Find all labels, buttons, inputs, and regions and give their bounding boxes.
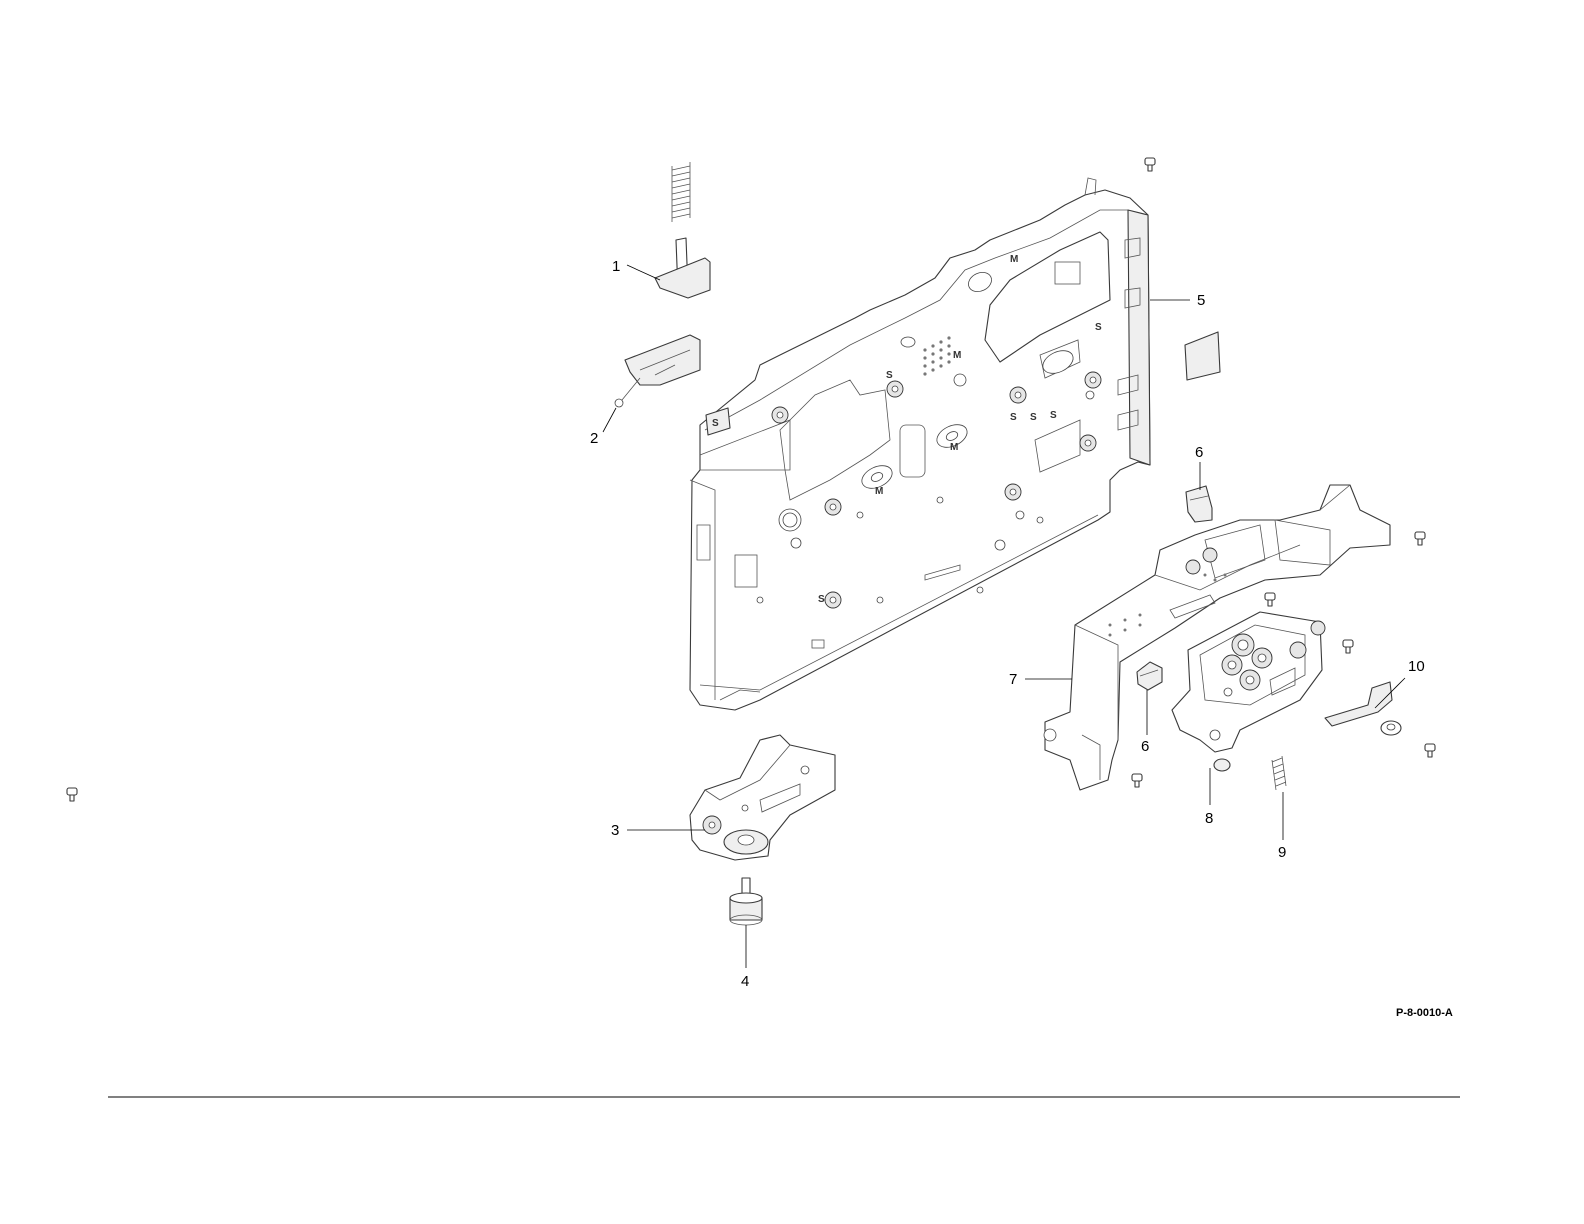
clip-lower <box>1137 662 1162 690</box>
latch-bracket <box>615 335 700 407</box>
spring <box>1272 756 1286 790</box>
svg-text:S: S <box>1030 412 1037 423</box>
svg-text:S: S <box>886 370 893 381</box>
screw-part7-right <box>1415 532 1425 545</box>
callout-8: 8 <box>1205 810 1213 827</box>
callout-6-lower: 6 <box>1141 738 1149 755</box>
callout-10: 10 <box>1408 658 1425 675</box>
figure-id: P-8-0010-A <box>1396 1007 1453 1019</box>
svg-text:M: M <box>1010 254 1018 265</box>
callout-3: 3 <box>611 822 619 839</box>
callout-6-upper: 6 <box>1195 444 1203 461</box>
svg-text:S: S <box>1010 412 1017 423</box>
callout-4: 4 <box>741 973 749 990</box>
svg-text:S: S <box>1050 410 1057 421</box>
foot <box>730 878 762 925</box>
ground-plate <box>1325 682 1401 735</box>
callout-2: 2 <box>590 430 598 447</box>
svg-text:M: M <box>875 486 883 497</box>
upper-actuator-with-spring <box>655 162 710 298</box>
svg-text:M: M <box>953 350 961 361</box>
screw-part10 <box>1425 744 1435 757</box>
screw-part7-bottom <box>1132 774 1142 787</box>
callout-1: 1 <box>612 258 620 275</box>
callout-9: 9 <box>1278 844 1286 861</box>
gear-housing <box>1172 612 1325 771</box>
lower-bracket-assembly <box>690 735 835 860</box>
clip-upper <box>1186 486 1212 522</box>
svg-text:M: M <box>950 442 958 453</box>
callout-5: 5 <box>1197 292 1205 309</box>
svg-text:S: S <box>1095 322 1102 333</box>
svg-text:S: S <box>712 418 719 429</box>
frame-pad <box>1185 332 1220 380</box>
screw-part8 <box>1343 640 1353 653</box>
callout-7: 7 <box>1009 671 1017 688</box>
screw-top <box>1145 158 1155 171</box>
screw-part3 <box>67 788 77 801</box>
screw-part7-mid <box>1265 593 1275 606</box>
svg-text:S: S <box>818 594 825 605</box>
